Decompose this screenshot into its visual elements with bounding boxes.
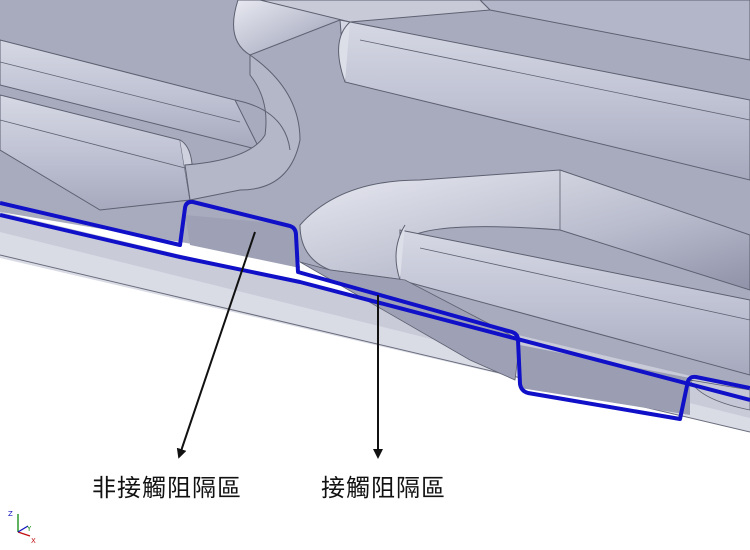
contact-zone-label: 接觸阻隔區 [321, 474, 446, 502]
triad-y-label: Y [26, 525, 32, 533]
upper-u-bend [184, 0, 341, 201]
upper-right-rib [259, 0, 750, 181]
triad-z-label: Z [8, 510, 13, 518]
arrow-non-contact [176, 231, 256, 459]
triad-x-label: X [31, 537, 36, 545]
upper-left-ribs [0, 39, 261, 211]
callout-arrows [176, 231, 383, 459]
section-outline [0, 199, 750, 421]
lower-right-channels [299, 169, 750, 415]
non-contact-zone-label: 非接觸阻隔區 [92, 474, 242, 502]
coordinate-triad: Z Y X [8, 510, 36, 545]
left-pocket-floor [185, 215, 300, 268]
